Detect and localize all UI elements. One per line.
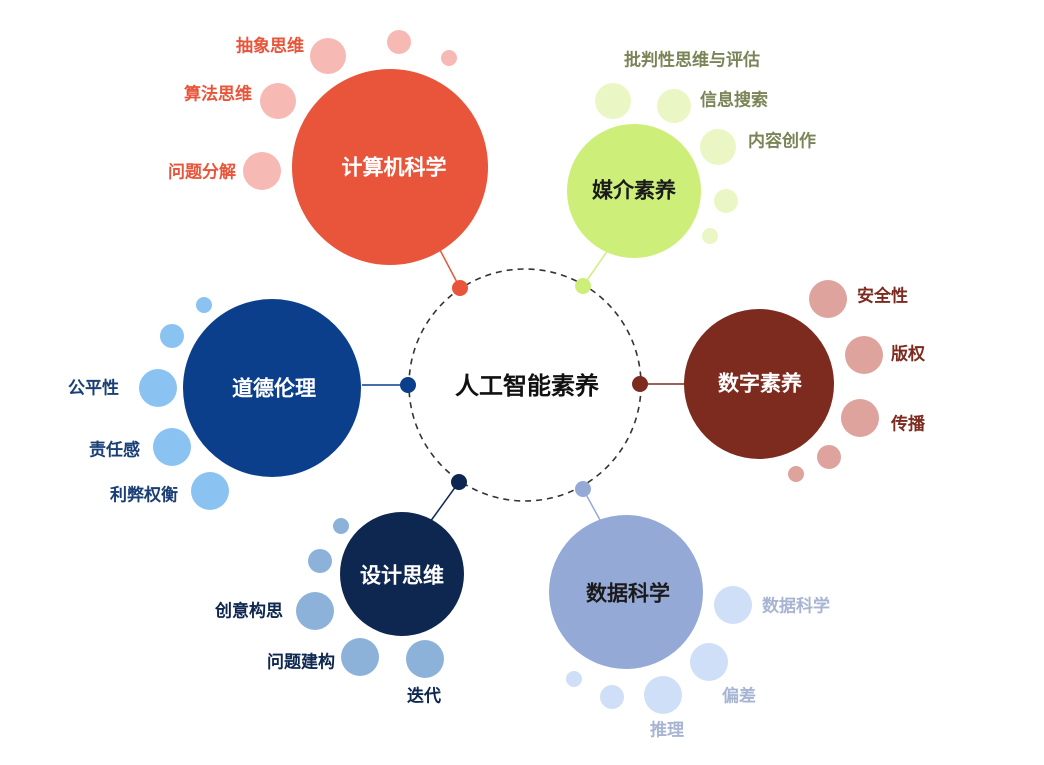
hub-media-literacy	[567, 124, 701, 258]
leaf-label-data-science: 数据科学	[762, 596, 830, 617]
leaf-label-design-thinking: 迭代	[407, 686, 441, 707]
bubble-ethics	[139, 369, 177, 407]
bubble-computer-science	[387, 30, 411, 54]
leaf-label-data-science: 偏差	[722, 686, 756, 707]
bubble-design-thinking	[308, 549, 332, 573]
bubble-data-science	[644, 676, 682, 714]
leaf-label-computer-science: 算法思维	[184, 84, 252, 105]
bubble-digital-literacy	[845, 336, 883, 374]
leaf-label-media-literacy: 内容创作	[748, 131, 816, 152]
bubble-design-thinking	[341, 638, 379, 676]
leaf-label-ethics: 公平性	[68, 378, 119, 399]
hub-label-computer-science: 计算机科学	[341, 155, 447, 180]
leaf-label-computer-science: 问题分解	[168, 162, 236, 183]
leaf-label-ethics: 利弊权衡	[110, 485, 178, 506]
bubble-digital-literacy	[809, 280, 847, 318]
bubble-computer-science	[260, 83, 296, 119]
bubble-media-literacy	[714, 189, 738, 213]
leaf-label-computer-science: 抽象思维	[236, 36, 304, 57]
hub-label-data-science: 数据科学	[586, 581, 670, 606]
hub-label-media-literacy: 媒介素养	[592, 178, 676, 203]
bubble-media-literacy	[702, 228, 718, 244]
leaf-label-design-thinking: 创意构思	[215, 601, 283, 622]
hub-computer-science	[292, 69, 488, 265]
ring-dot-design-thinking	[451, 474, 467, 490]
bubble-media-literacy	[700, 129, 736, 165]
bubble-ethics	[160, 324, 184, 348]
hub-digital-literacy	[684, 309, 834, 459]
bubble-design-thinking	[296, 592, 334, 630]
hub-design-thinking	[340, 512, 464, 636]
bubble-data-science	[714, 586, 752, 624]
ring-dot-ethics	[400, 377, 416, 393]
bubble-design-thinking	[333, 518, 349, 534]
bubble-computer-science	[243, 152, 281, 190]
hub-ethics	[183, 299, 361, 477]
bubble-ethics	[191, 472, 229, 510]
ring-dot-media-literacy	[575, 278, 591, 294]
hub-label-ethics: 道德伦理	[232, 376, 316, 401]
bubble-digital-literacy	[841, 399, 879, 437]
bubble-media-literacy	[657, 89, 691, 123]
leaf-label-design-thinking: 问题建构	[267, 652, 335, 673]
center-label: 人工智能素养	[455, 372, 599, 400]
leaf-label-media-literacy: 批判性思维与评估	[624, 50, 760, 71]
leaf-label-digital-literacy: 传播	[891, 414, 925, 435]
ring-dot-computer-science	[452, 280, 468, 296]
bubble-data-science	[566, 671, 582, 687]
bubble-design-thinking	[406, 640, 444, 678]
bubble-computer-science	[441, 50, 457, 66]
connector-design-thinking	[429, 481, 460, 523]
leaf-label-digital-literacy: 版权	[891, 344, 925, 365]
hub-label-digital-literacy: 数字素养	[718, 371, 802, 396]
hub-data-science	[549, 515, 703, 669]
leaf-label-digital-literacy: 安全性	[857, 286, 908, 307]
bubble-media-literacy	[595, 83, 631, 119]
leaf-label-data-science: 推理	[650, 720, 684, 741]
ring-dot-data-science	[575, 481, 591, 497]
leaf-label-media-literacy: 信息搜索	[700, 90, 768, 111]
bubble-ethics	[153, 428, 191, 466]
hub-label-design-thinking: 设计思维	[360, 563, 444, 588]
bubble-digital-literacy	[788, 466, 804, 482]
bubble-digital-literacy	[817, 445, 841, 469]
bubble-ethics	[196, 297, 212, 313]
bubble-computer-science	[310, 38, 346, 74]
bubble-data-science	[600, 685, 624, 709]
ring-dot-digital-literacy	[632, 376, 648, 392]
leaf-label-ethics: 责任感	[89, 440, 140, 461]
bubble-data-science	[690, 643, 728, 681]
